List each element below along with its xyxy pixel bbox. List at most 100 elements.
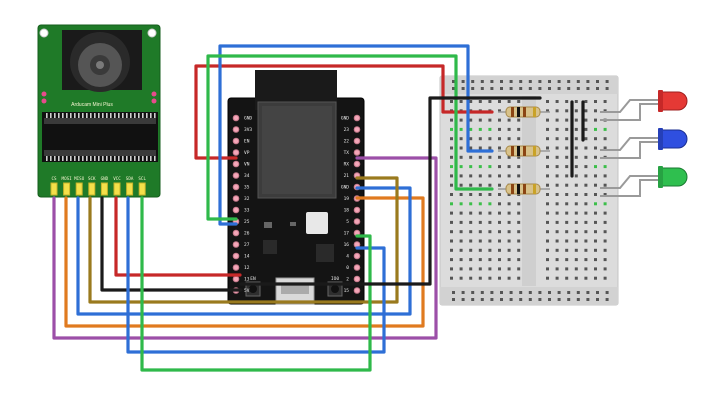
bb-hole <box>574 239 578 243</box>
esp32-pin-label: 4 <box>346 254 349 260</box>
chip-leg <box>90 113 92 118</box>
bb-hole <box>574 276 578 280</box>
bb-hole <box>546 146 549 150</box>
bb-hole <box>450 276 453 280</box>
bb-hole <box>498 230 501 234</box>
bb-hole <box>459 248 463 252</box>
bb-hole <box>574 220 578 224</box>
bb-hole <box>596 291 599 294</box>
chip-leg <box>50 113 52 118</box>
bb-hole <box>450 100 453 103</box>
bb-hole <box>498 267 501 271</box>
bb-hole <box>507 165 511 169</box>
bb-hole <box>584 137 588 141</box>
bb-hole <box>546 155 549 159</box>
bb-hole <box>594 248 597 252</box>
esp32-pin <box>232 275 240 283</box>
bb-hole <box>478 239 482 243</box>
bb-hole <box>594 165 597 169</box>
chip-leg <box>102 156 104 161</box>
bb-hole <box>517 239 521 243</box>
bb-hole <box>469 165 473 169</box>
esp32-board: EN IO0 GND3V3ENVPVN343532332526271412135… <box>227 70 365 305</box>
boot-button-label: IO0 <box>331 276 339 282</box>
bb-hole <box>605 298 609 301</box>
bb-hole <box>459 174 463 178</box>
bb-hole <box>555 239 559 243</box>
bb-hole <box>469 146 473 150</box>
esp32-pin-label: 18 <box>344 208 350 214</box>
bb-hole <box>500 87 503 90</box>
bb-hole <box>565 174 569 178</box>
bb-hole <box>584 155 588 159</box>
bb-hole <box>565 276 569 280</box>
esp32-pin-label: 3V3 <box>244 127 252 133</box>
chip-leg <box>106 113 108 118</box>
chip-leg <box>90 156 92 161</box>
bb-hole <box>478 193 482 196</box>
bb-hole <box>603 127 607 131</box>
esp32-pin-label: 23 <box>344 127 350 133</box>
bb-hole <box>605 80 609 83</box>
bb-hole <box>517 174 521 178</box>
bb-hole <box>469 239 473 243</box>
bb-hole <box>546 276 549 280</box>
bb-hole <box>603 258 607 262</box>
bb-hole <box>565 146 569 150</box>
bb-hole <box>478 183 482 187</box>
bb-hole <box>459 211 463 215</box>
bb-hole <box>574 127 578 131</box>
bb-hole <box>480 298 484 301</box>
chip-leg <box>94 156 96 161</box>
bb-hole <box>459 137 463 141</box>
bb-hole <box>498 202 501 206</box>
bb-hole <box>594 211 597 215</box>
bb-hole <box>565 183 569 187</box>
bb-hole <box>498 211 501 215</box>
chip-leg <box>46 113 48 118</box>
bb-hole <box>594 146 597 150</box>
bb-hole <box>603 248 607 252</box>
bb-hole <box>469 202 473 206</box>
bb-hole <box>507 193 511 196</box>
leds <box>600 90 688 197</box>
bb-hole <box>565 118 569 122</box>
bb-hole <box>594 258 597 262</box>
chip-leg <box>98 156 100 161</box>
esp32-pin-label: GND <box>244 116 252 122</box>
camera-chip-legs <box>46 113 156 161</box>
esp32-pin <box>232 160 240 168</box>
chip-leg <box>154 113 156 118</box>
bb-hole <box>488 211 492 215</box>
bb-hole <box>565 211 569 215</box>
bb-hole <box>498 165 501 169</box>
bb-hole <box>478 155 482 159</box>
bb-hole <box>603 239 607 243</box>
bb-hole <box>488 183 492 187</box>
bb-hole <box>594 239 597 243</box>
bb-hole <box>507 211 511 215</box>
chip-leg <box>98 113 100 118</box>
bb-hole <box>450 258 453 262</box>
bb-hole <box>555 267 559 271</box>
bb-hole <box>565 193 569 196</box>
bb-hole <box>565 137 569 141</box>
chip-leg <box>58 156 60 161</box>
esp32-pin <box>353 149 361 156</box>
bb-hole <box>603 100 607 103</box>
esp32-pin-label: 13 <box>244 277 250 283</box>
bb-hole <box>584 220 588 224</box>
bb-hole <box>574 193 578 196</box>
esp32-pin <box>353 126 361 133</box>
bb-hole <box>555 276 559 280</box>
bb-hole <box>565 127 569 131</box>
esp32-pin <box>232 195 240 202</box>
bb-hole <box>603 183 607 187</box>
chip-leg <box>62 156 64 161</box>
bb-hole <box>488 248 492 252</box>
esp32-pin-label: 21 <box>344 173 350 179</box>
bb-hole <box>576 298 580 301</box>
esp32-pin-label: 34 <box>244 173 250 179</box>
bb-hole <box>594 100 597 103</box>
